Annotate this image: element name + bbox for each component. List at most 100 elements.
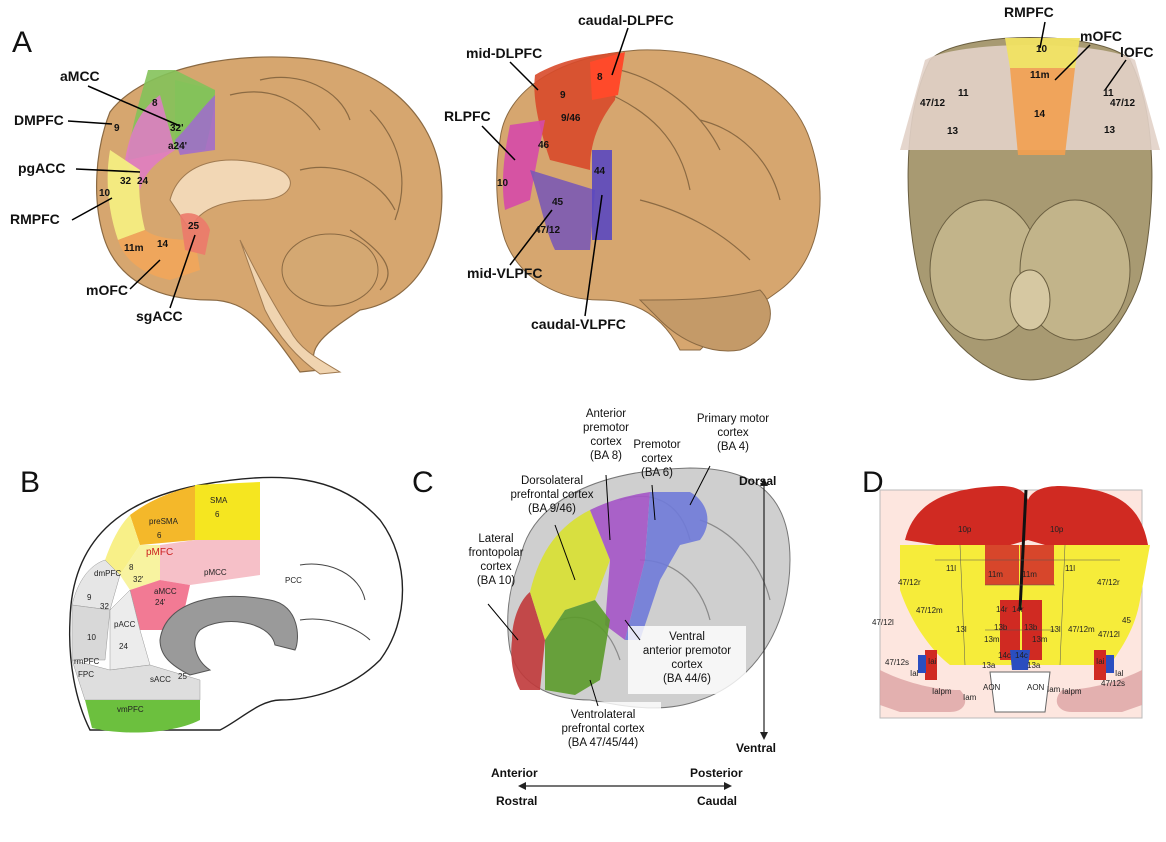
callout-mid-dlpfc: mid-DLPFC: [466, 45, 543, 61]
b-a24p: 24': [155, 598, 166, 607]
ba-a-medial-8: 8: [152, 98, 158, 109]
d-14cl: 14c: [998, 651, 1011, 660]
d-11ll: 11l: [946, 564, 956, 573]
d-13br: 13b: [1024, 623, 1038, 632]
d-13lr: 13l: [1050, 625, 1061, 634]
c-axis-caudal: Caudal: [697, 794, 738, 808]
ba-a-ventral-4712r: 47/12: [1110, 98, 1135, 109]
b-vmpfc: vmPFC: [117, 705, 144, 714]
d-iall: Ial: [910, 669, 919, 678]
d-11ml: 11m: [988, 570, 1003, 579]
callout-rmpfc: RMPFC: [10, 211, 60, 227]
ba-a-ventral-13l: 13: [947, 126, 959, 137]
b-sacc: sACC: [150, 675, 171, 684]
b-a8: 8: [129, 563, 134, 572]
ba-a-lateral-44: 44: [594, 166, 606, 177]
panel-label-c: C: [412, 466, 434, 499]
d-4712sr: 47/12s: [1101, 679, 1125, 688]
d-4712rl: 47/12r: [898, 578, 921, 587]
callout-v-lofc: lOFC: [1120, 44, 1154, 60]
d-14cr: 14c: [1015, 651, 1028, 660]
d-10pl: 10p: [958, 525, 972, 534]
ba-a-lateral-9: 9: [560, 90, 566, 101]
ba-a-lateral-46: 46: [538, 140, 550, 151]
d-10pr: 10p: [1050, 525, 1064, 534]
ba-a-medial-25: 25: [188, 221, 200, 232]
b-a24: 24: [119, 642, 128, 651]
ba-a-lateral-45: 45: [552, 197, 564, 208]
ba-a-medial-a24p: a24': [168, 141, 187, 152]
callout-dmpfc: DMPFC: [14, 112, 64, 128]
ba-a-lateral-946: 9/46: [561, 113, 581, 124]
ba-a-medial-32p: 32': [170, 123, 184, 134]
d-45: 45: [1122, 616, 1131, 625]
callout-caudal-dlpfc: caudal-DLPFC: [578, 12, 674, 28]
d-13ll: 13l: [956, 625, 967, 634]
ba-a-medial-10: 10: [99, 188, 111, 199]
callout-amcc: aMCC: [60, 68, 100, 84]
b-sma: SMA: [210, 496, 228, 505]
d-4712sl: 47/12s: [885, 658, 909, 667]
b-pacc: pACC: [114, 620, 136, 629]
ba-a-medial-14: 14: [157, 239, 169, 250]
b-a9: 9: [87, 593, 92, 602]
c-axis-posterior: Posterior: [690, 766, 743, 780]
panel-label-d: D: [862, 466, 884, 499]
ba-a-lateral-8: 8: [597, 72, 603, 83]
c-axis-anterior: Anterior: [491, 766, 538, 780]
b-a32p: 32': [133, 575, 144, 584]
d-ialpl: Ialpm: [932, 687, 952, 696]
ba-a-medial-9: 9: [114, 123, 120, 134]
d-iamr: Iam: [1047, 685, 1061, 694]
d-11lr: 11l: [1065, 564, 1075, 573]
d-4712lr: 47/12l: [1098, 630, 1120, 639]
b-presma: preSMA: [149, 517, 179, 526]
d-4712ml: 47/12m: [916, 606, 943, 615]
d-11mr: 11m: [1022, 570, 1037, 579]
d-iaml: Iam: [963, 693, 977, 702]
d-aonr: AON: [1027, 683, 1045, 692]
d-aonl: AON: [983, 683, 1001, 692]
callout-pgacc: pgACC: [18, 160, 66, 176]
callout-v-mofc: mOFC: [1080, 28, 1122, 44]
d-13ml: 13m: [984, 635, 1000, 644]
d-4712mr: 47/12m: [1068, 625, 1095, 634]
panel-label-a: A: [12, 26, 33, 59]
d-13bl: 13b: [994, 623, 1008, 632]
d-iail: Iai: [928, 657, 937, 666]
d-13mr: 13m: [1032, 635, 1048, 644]
b-presma6: 6: [157, 531, 162, 540]
b-sma6: 6: [215, 510, 220, 519]
ba-a-lateral-4712: 47/12: [535, 225, 560, 236]
b-a10: 10: [87, 633, 96, 642]
d-4712ll: 47/12l: [872, 618, 894, 627]
ba-a-ventral-11m: 11m: [1030, 70, 1050, 81]
d-iair: Iai: [1096, 657, 1105, 666]
c-axis-dorsal: Dorsal: [739, 474, 777, 488]
d-13al: 13a: [982, 661, 996, 670]
d-13ar: 13a: [1027, 661, 1041, 670]
ba-a-medial-24: 24: [137, 176, 149, 187]
b-a25: 25: [178, 672, 187, 681]
ba-a-ventral-13r: 13: [1104, 125, 1116, 136]
callout-mid-vlpfc: mid-VLPFC: [467, 265, 543, 281]
d-ialr: Ial: [1115, 669, 1124, 678]
callout-sgacc: sgACC: [136, 308, 183, 324]
c-axis-rostral: Rostral: [496, 794, 538, 808]
panel-label-b: B: [20, 466, 41, 499]
b-pcc: PCC: [285, 576, 302, 585]
ba-a-ventral-10: 10: [1036, 44, 1048, 55]
b-rmpfc: rmPFC: [74, 657, 100, 666]
ba-a-ventral-14: 14: [1034, 109, 1046, 120]
c-axis-ventral: Ventral: [736, 741, 777, 755]
